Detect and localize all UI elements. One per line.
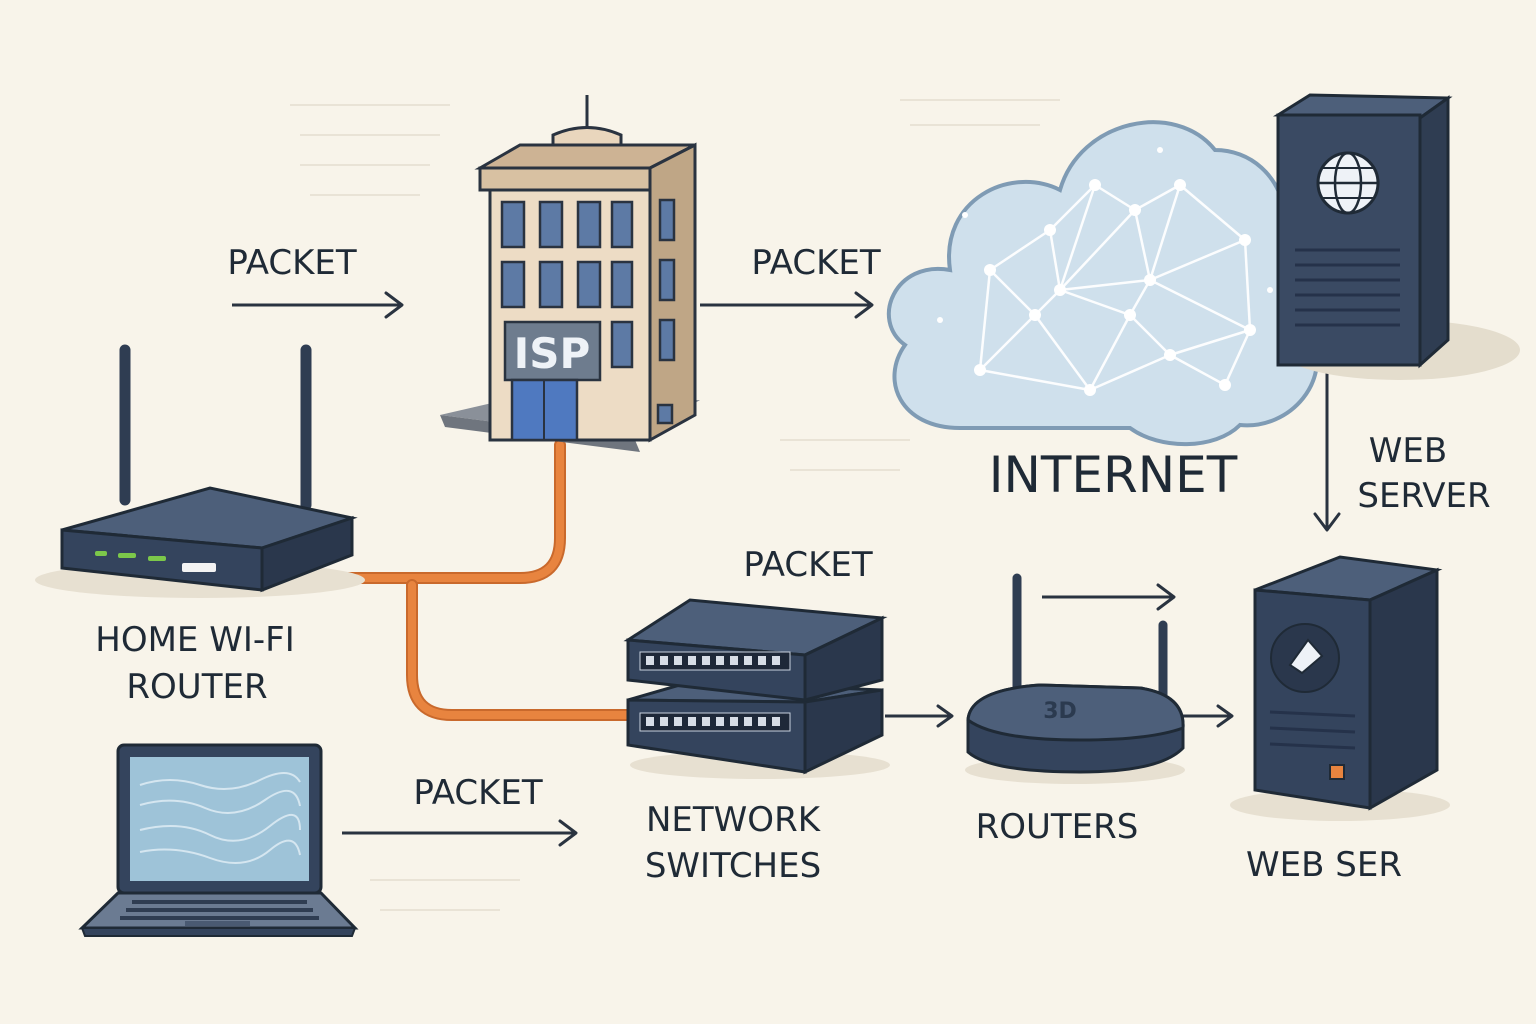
home-router-label-line2: ROUTER: [126, 667, 267, 707]
home-router-icon: [35, 344, 365, 598]
packet-label-4: PACKET: [413, 773, 543, 813]
arrow-home-to-isp: [232, 291, 404, 319]
cable-lines: [300, 439, 636, 721]
packet-label-2: PACKET: [751, 243, 881, 283]
web-server-tower-icon: [1272, 93, 1520, 380]
arrow-switches-to-routers: [885, 704, 954, 728]
arrow-routers-to-webser: [1183, 704, 1234, 728]
arrow-server-down: [1313, 372, 1341, 532]
isp-label: ISP: [514, 329, 591, 378]
network-switches-label-line1: NETWORK: [646, 800, 822, 840]
web-server-icon: [1230, 555, 1450, 821]
web-server-label-line1: WEB: [1369, 431, 1447, 471]
laptop-icon: [78, 743, 359, 937]
home-router-label-line1: HOME WI-FI: [95, 620, 294, 660]
packet-label-3: PACKET: [743, 545, 873, 585]
arrow-isp-to-internet: [700, 291, 874, 319]
web-ser-label: WEB SER: [1246, 845, 1402, 885]
packet-label-1: PACKET: [227, 243, 357, 283]
routers-label: ROUTERS: [976, 807, 1139, 847]
network-switch-icon: [623, 598, 890, 779]
arrow-laptop-to-switches: [342, 819, 578, 847]
internet-cloud-icon: [886, 120, 1332, 447]
router-icon: 3D: [965, 573, 1185, 784]
arrow-routers-top: [1042, 583, 1176, 611]
web-server-label-line2: SERVER: [1357, 476, 1490, 516]
isp-building-icon: ISP: [440, 95, 700, 452]
internet-label: INTERNET: [989, 446, 1238, 504]
background-texture: [290, 99, 1060, 911]
globe-icon: [1316, 151, 1380, 215]
router-badge-label: 3D: [1043, 699, 1077, 724]
network-switches-label-line2: SWITCHES: [645, 846, 821, 886]
